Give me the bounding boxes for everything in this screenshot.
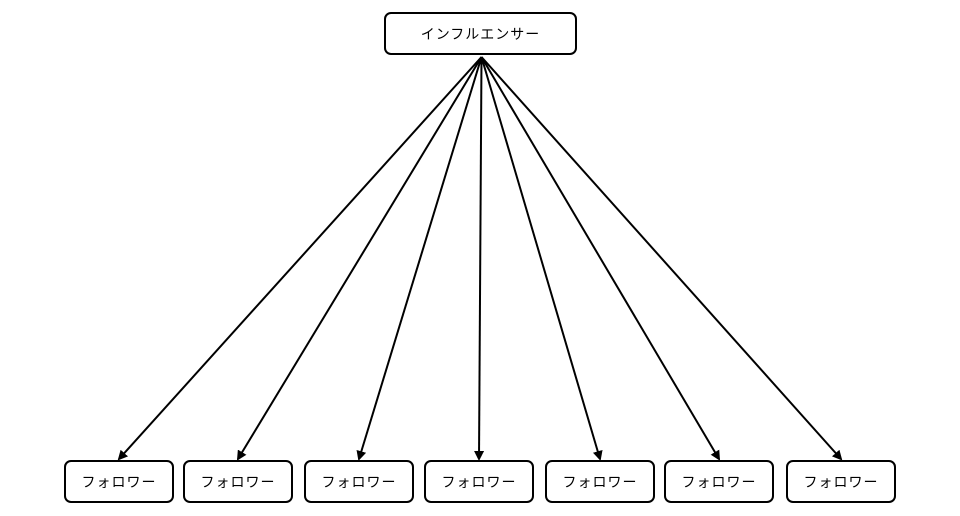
follower-label-2: フォロワー xyxy=(200,474,276,491)
follower-label-4: フォロワー xyxy=(441,474,517,491)
follower-node-4[interactable]: フォロワー xyxy=(424,460,534,503)
follower-node-6[interactable]: フォロワー xyxy=(664,460,774,503)
edge-arrow-6 xyxy=(480,56,721,461)
follower-node-2[interactable]: フォロワー xyxy=(183,460,293,503)
follower-node-5[interactable]: フォロワー xyxy=(545,460,655,503)
follower-label-3: フォロワー xyxy=(321,474,397,491)
follower-label-5: フォロワー xyxy=(562,474,638,491)
influencer-label: インフルエンサー xyxy=(420,26,541,43)
follower-label-1: フォロワー xyxy=(81,474,157,491)
follower-label-7: フォロワー xyxy=(803,474,879,491)
follower-node-1[interactable]: フォロワー xyxy=(64,460,174,503)
edges-layer xyxy=(117,56,843,461)
follower-node-7[interactable]: フォロワー xyxy=(786,460,896,503)
edge-arrow-2 xyxy=(236,56,483,461)
influencer-node[interactable]: インフルエンサー xyxy=(384,12,577,55)
follower-node-3[interactable]: フォロワー xyxy=(304,460,414,503)
follower-label-6: フォロワー xyxy=(681,474,757,491)
edge-arrow-4 xyxy=(474,56,485,461)
edge-arrow-1 xyxy=(117,56,483,461)
edge-arrow-5 xyxy=(480,56,603,461)
edge-arrow-3 xyxy=(356,56,483,461)
edge-arrow-7 xyxy=(480,56,843,461)
